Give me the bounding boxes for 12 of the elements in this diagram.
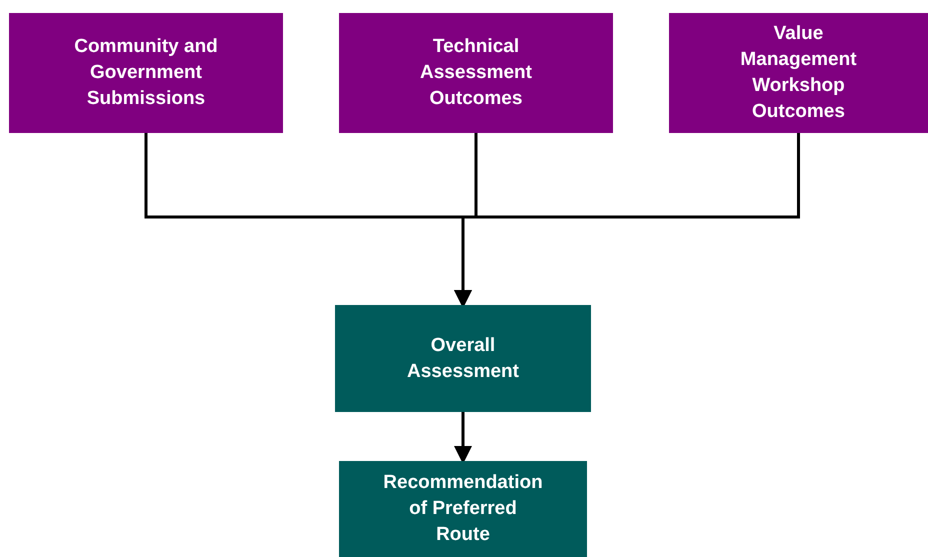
box-label: Value Management Workshop Outcomes xyxy=(739,22,858,124)
box-label: Recommendation of Preferred Route xyxy=(383,471,543,547)
box-label: Overall Assessment xyxy=(406,334,520,384)
process-box xyxy=(9,13,283,133)
arrow xyxy=(454,133,800,308)
box-label: Technical Assessment Outcomes xyxy=(419,35,533,111)
process-box xyxy=(335,305,591,412)
process-box xyxy=(669,13,928,133)
process-box xyxy=(339,461,587,557)
process-box xyxy=(339,13,613,133)
arrow xyxy=(454,412,472,464)
box-label: Community and Government Submissions xyxy=(73,35,219,111)
